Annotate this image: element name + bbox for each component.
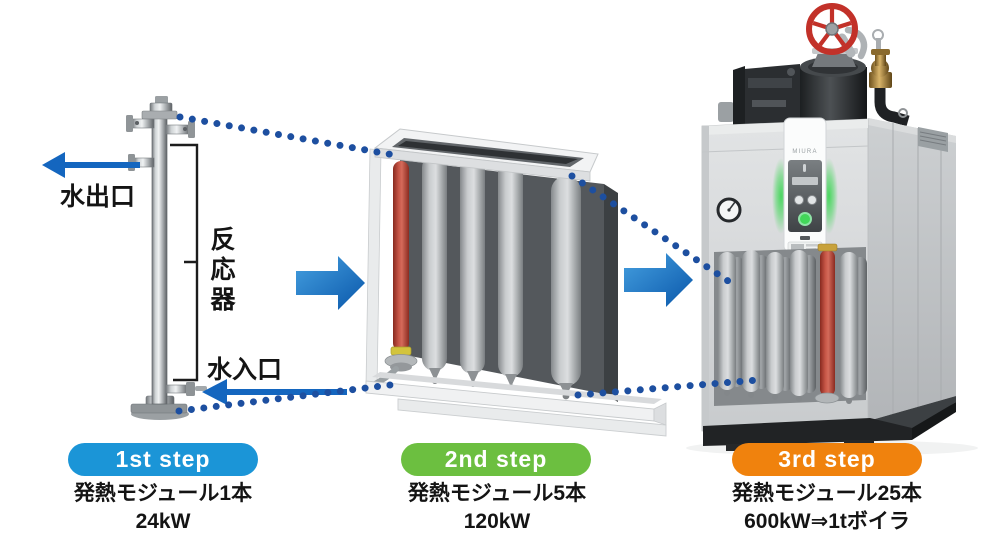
connector-top-right [568,172,735,287]
connector-bottom-left [175,381,394,415]
safety-valve [869,29,910,127]
step-3-power: 600kW⇒1tボイラ [744,510,910,533]
step-1-caption: 発熱モジュール1本 24kW [3,480,323,536]
boiler-rod-highlighted [820,250,835,396]
step-2-modules: 発熱モジュール5本 [407,482,587,505]
step-2-badge: 2nd step [401,443,591,476]
reactor-vessel-label: 反応器 [207,226,235,316]
step-1-badge: 1st step [68,443,258,476]
flow-arrow-step1-to-step2 [296,256,365,310]
pressure-gauge [716,197,742,223]
reactor-bracket [170,143,199,382]
step-2-power: 120kW [463,510,531,533]
step-2-caption: 発熱モジュール5本 120kW [337,480,657,536]
boiler-brand-text: MIURA [792,149,817,155]
module-top-frame [373,128,599,182]
boiler-module-cylinders [714,243,867,406]
step-3-badge: 3rd step [732,443,922,476]
water-inlet-arrow [202,379,347,405]
status-led [798,212,812,226]
reactor-photo [42,96,347,420]
flow-arrow-step2-to-step3 [624,253,693,307]
step-1-modules: 発熱モジュール1本 [73,482,253,505]
water-outlet-arrow [42,152,140,178]
control-panel: MIURA [772,117,838,253]
step-3-caption: 発熱モジュール25本 600kW⇒1tボイラ [667,480,987,536]
step-1-power: 24kW [135,510,191,533]
boiler-photo: MIURA [686,3,978,456]
step-3-modules: 発熱モジュール25本 [732,482,922,505]
water-outlet-label: 水出口 [60,183,136,211]
flow-arrows [296,253,693,310]
water-inlet-label: 水入口 [207,356,283,384]
module-rack-render [365,128,667,437]
scale-connector-dots [175,113,762,415]
module-bottom-frame [365,372,667,437]
boiler-top-equipment [718,3,910,128]
connector-top-left [176,113,398,159]
module-rods [422,153,581,400]
connector-bottom-right [574,376,762,399]
handwheel-valve [806,3,868,60]
